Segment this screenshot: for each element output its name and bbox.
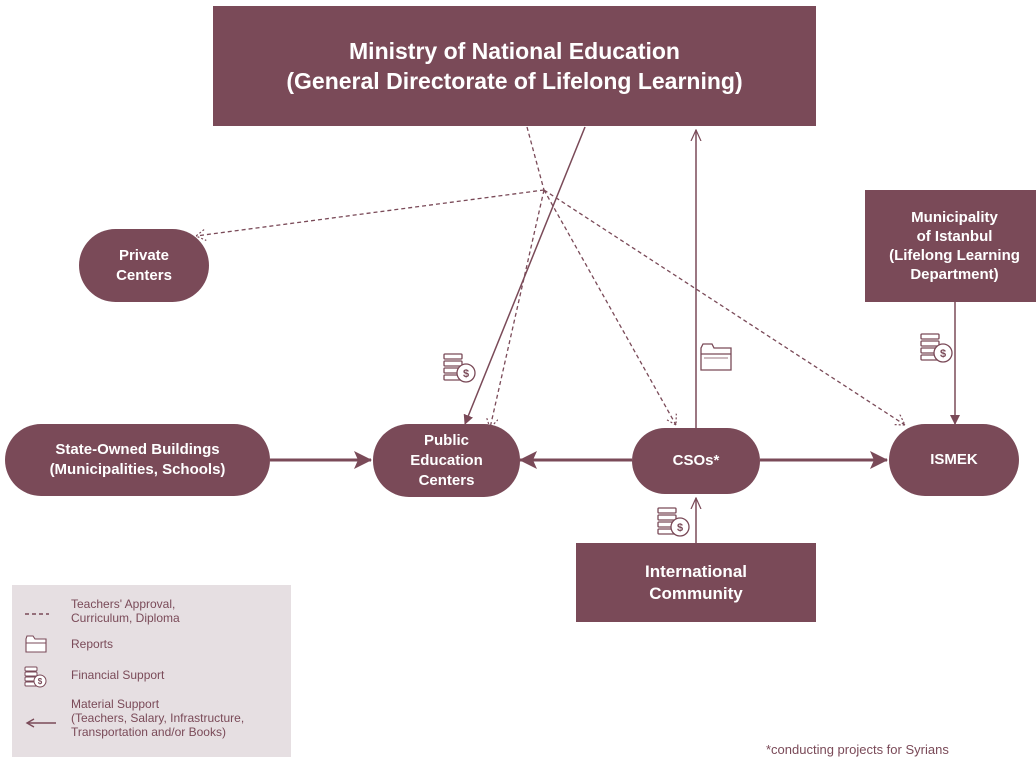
node-ismek: ISMEK [889, 424, 1019, 496]
svg-text:$: $ [940, 348, 946, 360]
node-public-education-centers: Public Education Centers [373, 424, 520, 497]
node-international-community: International Community [576, 543, 816, 622]
private-line2: Centers [116, 266, 172, 284]
svg-text:$: $ [677, 522, 683, 534]
legend-material-support-text: Material Support (Teachers, Salary, Infr… [71, 697, 245, 739]
csos-label: CSOs* [672, 452, 720, 469]
legend-reports-text: Reports [71, 637, 114, 651]
folder-icon [700, 343, 732, 371]
legend-teachers-approval-text: Teachers' Approval, Curriculum, Diploma [71, 597, 180, 625]
municipality-line4: Department) [910, 266, 999, 283]
dashed-connections [196, 126, 905, 428]
municipality-line3: (Lifelong Learning [889, 247, 1020, 264]
node-municipality-istanbul: Municipality of Istanbul (Lifelong Learn… [865, 190, 1036, 302]
public-line3: Centers [418, 471, 475, 489]
arrow-left-icon [25, 718, 56, 728]
legend-financial-support-text: Financial Support [71, 668, 165, 682]
public-line1: Public [423, 431, 469, 449]
dashed-ministry-to-hub [526, 126, 545, 191]
node-csos: CSOs* [632, 428, 760, 494]
node-state-owned-buildings: State-Owned Buildings (Municipalities, S… [5, 424, 270, 496]
coins-icon: $ [920, 333, 953, 363]
dashed-hub-to-private [196, 189, 545, 236]
dashed-hub-to-ismek [543, 189, 905, 425]
svg-text:$: $ [463, 368, 469, 380]
coins-icon: $ [24, 666, 47, 688]
municipality-line2: of Istanbul [916, 228, 993, 245]
ministry-line2: (General Directorate of Lifelong Learnin… [286, 68, 743, 94]
state-line2: (Municipalities, Schools) [49, 461, 226, 478]
solid-ministry-to-public [463, 126, 586, 425]
folder-icon [25, 635, 47, 653]
dashed-hub-to-public [490, 189, 545, 428]
footnote: *conducting projects for Syrians [766, 742, 949, 757]
public-line2: Education [410, 451, 483, 469]
international-line1: International [644, 561, 747, 581]
node-ministry: Ministry of National Education (General … [213, 6, 816, 126]
svg-text:$: $ [38, 677, 43, 686]
ministry-line1: Ministry of National Education [349, 38, 680, 64]
legend: Teachers' Approval, Curriculum, Diploma … [12, 585, 291, 757]
state-line1: State-Owned Buildings [55, 441, 220, 458]
dashed-line-icon [25, 613, 49, 615]
ismek-label: ISMEK [930, 451, 978, 468]
municipality-line1: Municipality [911, 209, 998, 226]
solid-connections [463, 126, 960, 543]
international-line2: Community [649, 583, 743, 603]
coins-icon: $ [443, 353, 476, 383]
node-private-centers: Private Centers [79, 229, 209, 302]
coins-icon: $ [657, 507, 690, 537]
dashed-hub-to-csos [543, 189, 676, 425]
private-line1: Private [118, 246, 170, 264]
